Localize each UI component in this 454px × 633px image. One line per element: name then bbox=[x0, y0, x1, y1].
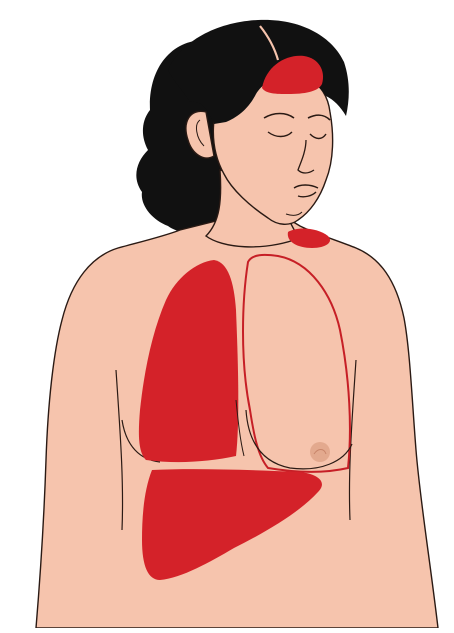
nipple bbox=[310, 442, 330, 462]
